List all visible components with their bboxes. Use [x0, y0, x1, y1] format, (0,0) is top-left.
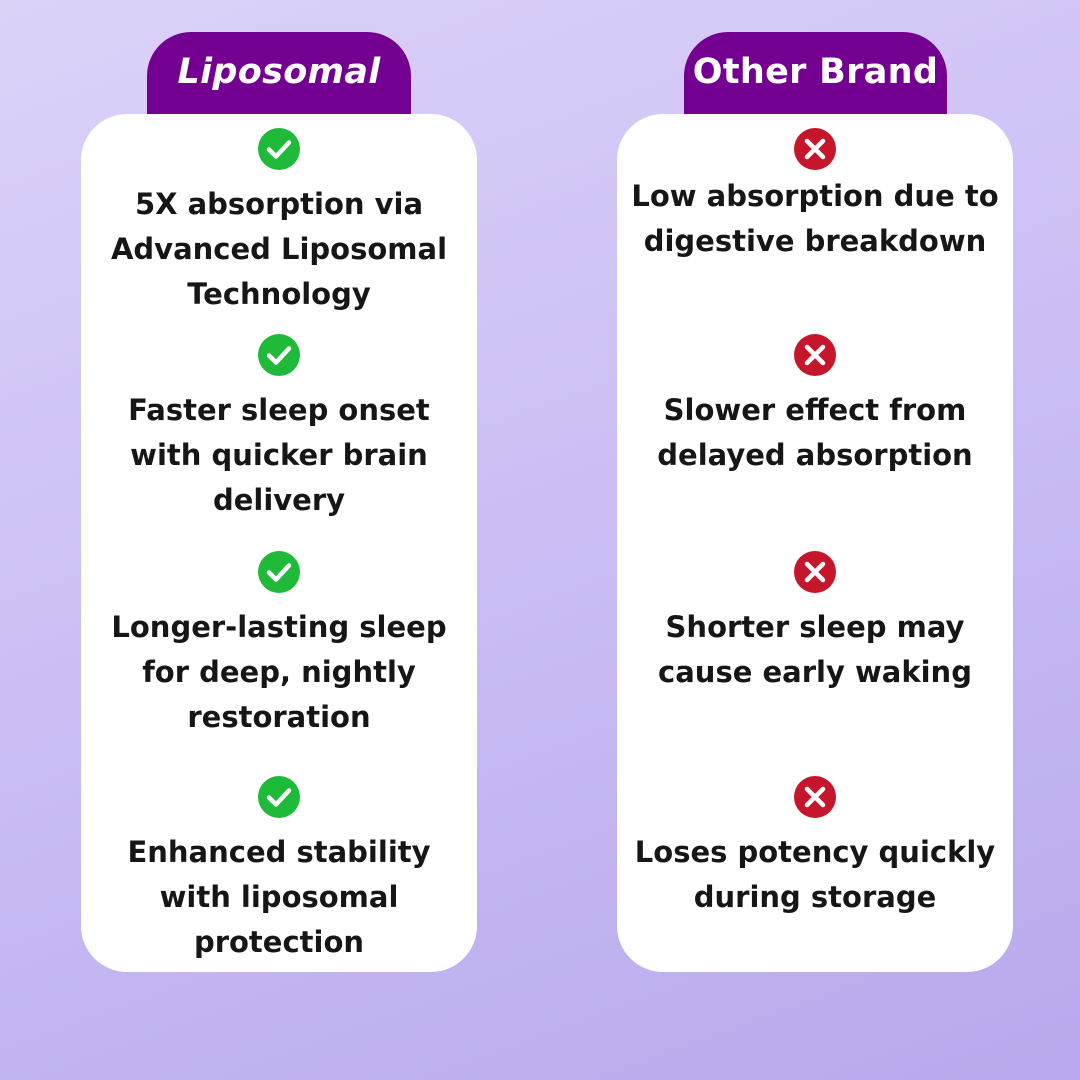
drawback-text: Low absorption due to digestive breakdow… — [631, 179, 999, 258]
cross-circle-icon — [794, 551, 836, 593]
benefit-text: Enhanced stability with liposomal protec… — [127, 835, 431, 959]
other-brand-card: Low absorption due to digestive breakdow… — [617, 114, 1013, 972]
drawback-text: Slower effect from delayed absorption — [657, 393, 973, 472]
liposomal-card: 5X absorption via Advanced Liposomal Tec… — [81, 114, 477, 972]
benefit-text: 5X absorption via Advanced Liposomal Tec… — [110, 187, 448, 311]
cross-circle-icon — [794, 334, 836, 376]
drawback-text: Shorter sleep may cause early waking — [658, 610, 972, 689]
check-circle-icon — [258, 128, 300, 170]
benefit-text: Faster sleep onset with quicker brain de… — [128, 393, 430, 517]
other-brand-title: Other Brand — [692, 52, 939, 92]
drawback-text: Loses potency quickly during storage — [634, 835, 996, 914]
check-circle-icon — [258, 551, 300, 593]
benefit-text: Longer-lasting sleep for deep, nightly r… — [111, 610, 447, 734]
other-brand-drawback-4: Loses potency quickly during storage — [617, 776, 1013, 920]
other-brand-drawback-3: Shorter sleep may cause early waking — [617, 551, 1013, 695]
cross-circle-icon — [794, 776, 836, 818]
check-circle-icon — [258, 776, 300, 818]
other-brand-drawback-1: Low absorption due to digestive breakdow… — [617, 128, 1013, 264]
liposomal-benefit-3: Longer-lasting sleep for deep, nightly r… — [81, 551, 477, 740]
other-brand-drawback-2: Slower effect from delayed absorption — [617, 334, 1013, 478]
check-circle-icon — [258, 334, 300, 376]
liposomal-benefit-2: Faster sleep onset with quicker brain de… — [81, 334, 477, 523]
liposomal-title: Liposomal — [177, 52, 381, 92]
liposomal-benefit-4: Enhanced stability with liposomal protec… — [81, 776, 477, 965]
liposomal-benefit-1: 5X absorption via Advanced Liposomal Tec… — [81, 128, 477, 317]
cross-circle-icon — [794, 128, 836, 170]
